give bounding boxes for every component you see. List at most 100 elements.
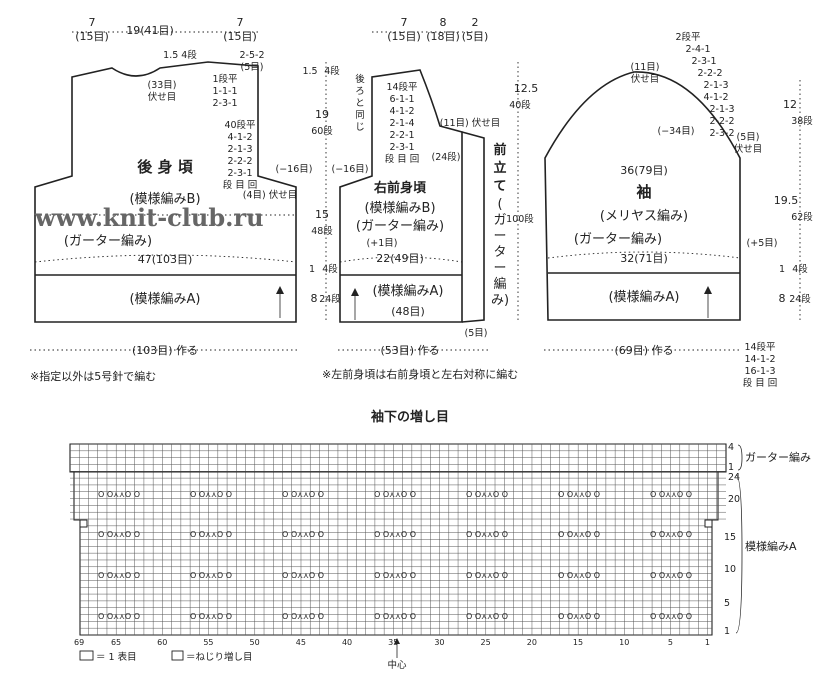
vertical-dims-front: 12.5 40段 100段 (506, 82, 538, 225)
fbt-2: 立 (493, 160, 506, 176)
chart-motif: O O⋏⋏O O (190, 490, 232, 499)
scb-1: (5目) (737, 132, 760, 143)
fbt-4: ( (497, 197, 502, 212)
chart-col-label: 35 (388, 638, 398, 647)
chart-col-label: 10 (619, 638, 629, 647)
chart-motif: O O⋏⋏O O (282, 490, 324, 499)
chart-center: 中心 (387, 659, 407, 671)
dim-1-5: 1.5 (302, 66, 317, 77)
chart-col-label: 30 (434, 638, 444, 647)
row-1a: 1 (728, 462, 734, 473)
front-top-4: (18目) (426, 30, 460, 43)
chart-motif: O O⋏⋏O O (190, 530, 232, 539)
back-neck-dec-3: 2-3-1 (213, 98, 238, 109)
sleeve-lower-width: 32(71目) (620, 252, 668, 265)
same-5: じ (355, 122, 365, 133)
chart-motif: O O⋏⋏O O (558, 490, 600, 499)
sleeve-garter: (ガーター編み) (574, 231, 662, 247)
dim-40-rows: 40段 (509, 99, 531, 111)
chart-col-label: 65 (111, 638, 121, 647)
back-armhole-dec: 40段平 4-1-2 2-1-3 2-2-2 2-3-1 段 目 回 (223, 119, 258, 191)
back-armhole-dec-4: 2-2-2 (228, 156, 253, 167)
dimension-lines (30, 31, 801, 351)
front-pattern-b: (模様編みB) (364, 200, 435, 216)
front-pattern-a: (模様編みA) (372, 283, 443, 299)
chart-motif: O O⋏⋏O O (98, 490, 140, 499)
scd-8: 2-2-2 (710, 116, 735, 127)
back-neck-rows: 1.5 4段 (163, 49, 197, 61)
front-garter: (ガーター編み) (356, 218, 444, 234)
back-top-right: 7 (15目) (223, 16, 257, 43)
fnd-3: 4-1-2 (390, 106, 415, 117)
chart-col-label: 60 (157, 638, 167, 647)
sleeve-title: 袖 (636, 183, 651, 201)
back-title: 後 身 頃 (136, 158, 193, 176)
watermark: www.knit-club.ru (34, 203, 264, 232)
sleeve-pattern-a: (模様編みA) (608, 289, 679, 305)
front-same-as-back: 後 ろ と 同 じ (355, 73, 365, 133)
back-top-center: 19(41目) (126, 24, 174, 37)
back-shoulder-dec-1: 2-5-2 (240, 50, 265, 61)
dim-12: 12 (783, 98, 797, 111)
scd-9: 2-3-2 (710, 128, 735, 139)
back-top-right-line1: 7 (237, 16, 244, 29)
chart-col-label: 5 (668, 638, 673, 647)
chart-col-label: 55 (203, 638, 213, 647)
si-1: 14段平 (744, 341, 776, 353)
front-piece (339, 69, 485, 323)
dim-19-5: 19.5 (774, 194, 799, 207)
chart-motif: O O⋏⋏O O (466, 530, 508, 539)
chart-motif: O O⋏⋏O O (466, 490, 508, 499)
chart-motif: O O⋏⋏O O (282, 612, 324, 621)
same-2: ろ (355, 86, 365, 97)
back-pattern-a: (模様編みA) (129, 291, 200, 307)
chart-motif: O O⋏⋏O O (558, 612, 600, 621)
sleeve-cap-bindoff: (5目) 伏せ目 (734, 132, 763, 155)
chart-motif: O O⋏⋏O O (282, 530, 324, 539)
chart-motif: O O⋏⋏O O (282, 571, 324, 580)
back-top-right-line2: (15目) (223, 30, 257, 43)
same-1: 後 (355, 73, 365, 85)
fnd-4: 2-1-4 (390, 118, 415, 129)
dim-19: 19 (315, 108, 329, 121)
back-shoulder-dec: 2-5-2 (5目) (240, 50, 265, 73)
back-garter: (ガーター編み) (64, 233, 152, 249)
scb-2: 伏せ目 (734, 143, 763, 155)
legend-blank-box (79, 650, 94, 661)
dim-100-rows: 100段 (506, 213, 534, 225)
chart-motif: O O⋏⋏O O (98, 571, 140, 580)
increase-marker-right (704, 519, 713, 528)
chart-col-label: 69 (74, 638, 84, 647)
fbt-7: タ (493, 245, 506, 260)
chart-col-label: 20 (527, 638, 537, 647)
back-neck-dec: 1段平 1-1-1 2-3-1 (212, 73, 238, 109)
back-pattern-b: (模様編みB) (129, 191, 200, 207)
fbt-1: 前 (493, 142, 506, 158)
dim-s1: 1 (779, 264, 785, 275)
sct-1: (11目) (630, 62, 659, 73)
chart-motif: O O⋏⋏O O (374, 571, 416, 580)
fbt-10: み) (491, 293, 509, 308)
dim-s8: 8 (779, 292, 786, 305)
dim-4-rows-b: 4段 (322, 263, 338, 275)
row-15: 15 (724, 532, 736, 543)
chart-motif: O O⋏⋏O O (374, 530, 416, 539)
scd-7: 2-1-3 (710, 104, 735, 115)
chart-legend: ＝ 1 表目 ＝ねじり増し目 (79, 650, 253, 663)
note-needle: ※指定以外は5号針で編む (30, 369, 156, 383)
scd-4: 2-2-2 (698, 68, 723, 79)
sleeve-plus5: (+5目) (747, 238, 778, 249)
dim-15: 15 (315, 208, 329, 221)
back-cast-on: (103目) 作る (132, 344, 198, 357)
back-neck-dec-1: 1段平 (212, 73, 238, 85)
si-3: 16-1-3 (744, 366, 775, 377)
dim-48-rows: 48段 (311, 225, 333, 237)
chart-pattern-label: 模様編みA (745, 539, 797, 553)
sleeve-cap-dec: 2段平 2-4-1 2-3-1 2-2-2 2-1-3 4-1-2 2-1-3 … (675, 31, 734, 139)
dim-4-rows: 4段 (324, 65, 340, 77)
chart-col-label: 15 (573, 638, 583, 647)
chart-col-label: 1 (705, 638, 710, 647)
back-neck-bindoff-2: 伏せ目 (148, 91, 177, 103)
front-band-title: 前 立 て ( ガ ー タ ー 編 み) (491, 142, 509, 308)
